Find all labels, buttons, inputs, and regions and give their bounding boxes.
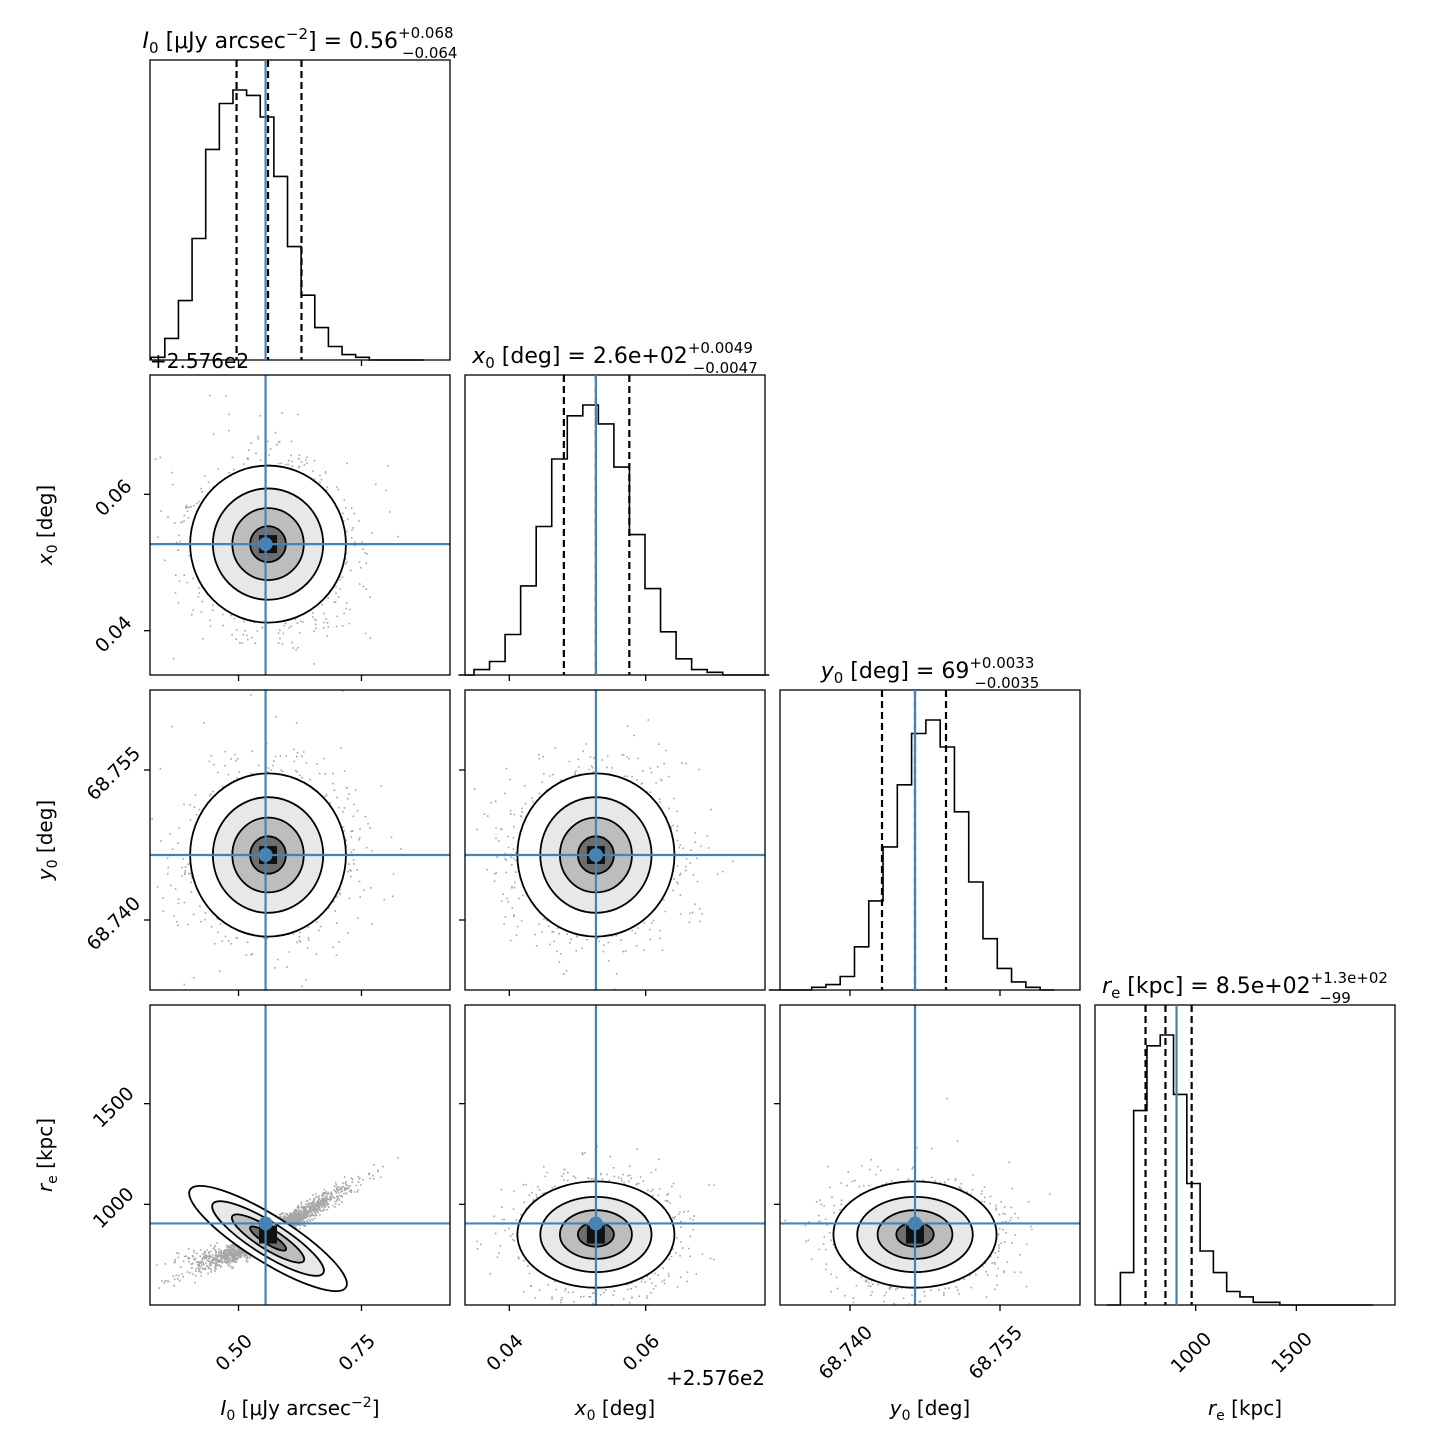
truth-point <box>588 1216 603 1231</box>
panel-inner <box>465 690 765 990</box>
y-axis-label-re: re [kpc] <box>33 1118 61 1192</box>
hist-panel-x0: x0 [deg] = 2.6e+02+0.0049−0.0047 <box>458 339 770 676</box>
scatter-points <box>151 690 402 988</box>
y-tick-label-x0: 0.04 <box>91 612 136 657</box>
panel-y0-vs-x0 <box>464 689 766 991</box>
x-axis-label-I0: I0 [μJy arcsec−2] <box>220 1395 379 1424</box>
panel-frame <box>149 374 451 676</box>
hist-title-I0: I0 [μJy arcsec−2] = 0.56+0.068−0.064 <box>143 24 458 62</box>
truth-point <box>258 537 273 552</box>
x-axis-label-y0: y0 [deg] <box>889 1396 970 1424</box>
hist-frame-y0 <box>779 689 1081 991</box>
panel-frame <box>464 689 766 991</box>
y-axis-label-x0: x0 [deg] <box>33 485 61 566</box>
y-offset-text: +2.576e2 <box>150 349 249 373</box>
hist-step-x0 <box>458 404 770 676</box>
panel-frame <box>149 1004 451 1306</box>
hist-panel-re: re [kpc] = 8.5e+02+1.3e+02−99 <box>1094 969 1396 1306</box>
hist-title-re: re [kpc] = 8.5e+02+1.3e+02−99 <box>1102 969 1388 1007</box>
panel-re-vs-I0 <box>149 1004 451 1306</box>
panel-frame <box>464 1004 766 1306</box>
x-tick-label-I0: 0.50 <box>212 1330 257 1375</box>
hist-frame-re <box>1094 1004 1396 1306</box>
x-tick-label-y0: 68.740 <box>814 1321 877 1384</box>
truth-point <box>908 1216 922 1231</box>
truth-point <box>258 1216 273 1231</box>
x-tick-label-I0: 0.75 <box>334 1330 379 1375</box>
y-tick-label-x0: 0.06 <box>91 475 136 520</box>
panel-frame <box>779 1004 1081 1306</box>
hist-step-y0 <box>768 719 1055 991</box>
panel-re-vs-y0 <box>779 1004 1081 1306</box>
x-axis-label-re: re [kpc] <box>1208 1396 1282 1424</box>
x-tick-label-re: 1500 <box>1267 1328 1317 1378</box>
panel-inner <box>150 1005 450 1305</box>
hist-frame-x0 <box>464 374 766 676</box>
panel-y0-vs-I0 <box>149 689 451 991</box>
panel-inner <box>150 375 450 675</box>
truth-point <box>258 848 273 862</box>
x-tick-label-y0: 68.755 <box>964 1321 1027 1384</box>
y-tick-label-re: 1500 <box>89 1083 139 1133</box>
panel-re-vs-x0 <box>464 1004 766 1306</box>
x-tick-label-x0: 0.06 <box>619 1330 664 1375</box>
y-tick-label-re: 1000 <box>89 1183 139 1233</box>
hist-step-I0 <box>150 89 424 361</box>
hist-panel-y0: y0 [deg] = 69+0.0033−0.0035 <box>768 654 1081 991</box>
panel-x0-vs-I0 <box>149 374 451 676</box>
y-tick-label-y0: 68.740 <box>82 892 145 955</box>
x-offset-text: +2.576e2 <box>666 1366 765 1390</box>
truth-point <box>588 848 603 862</box>
hist-frame-I0 <box>149 59 451 361</box>
panel-inner <box>150 690 450 990</box>
x-tick-label-x0: 0.04 <box>482 1330 527 1375</box>
hist-step-re <box>1107 1034 1373 1306</box>
panel-inner <box>780 1005 1080 1305</box>
x-axis-label-x0: x0 [deg] <box>574 1396 655 1424</box>
hist-title-y0: y0 [deg] = 69+0.0033−0.0035 <box>820 654 1040 692</box>
y-axis-label-y0: y0 [deg] <box>33 800 61 881</box>
hist-title-x0: x0 [deg] = 2.6e+02+0.0049−0.0047 <box>471 339 758 377</box>
x-tick-label-re: 1000 <box>1167 1328 1217 1378</box>
hist-panel-I0: I0 [μJy arcsec−2] = 0.56+0.068−0.064 <box>143 24 458 361</box>
panel-frame <box>149 689 451 991</box>
scatter-points <box>150 1157 399 1290</box>
panel-inner <box>465 1005 765 1305</box>
y-tick-label-y0: 68.755 <box>82 742 145 805</box>
